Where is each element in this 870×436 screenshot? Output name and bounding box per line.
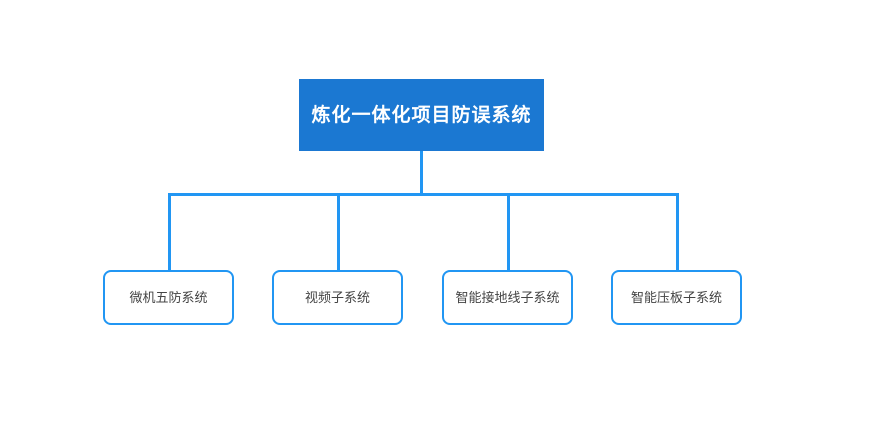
root-node-label: 炼化一体化项目防误系统 — [311, 104, 532, 126]
connector-horizontal-bar — [168, 193, 678, 196]
connector-drop-2 — [337, 193, 340, 271]
child-node-4[interactable]: 智能压板子系统 — [611, 270, 742, 325]
connector-root-stem — [420, 151, 423, 195]
child-node-3[interactable]: 智能接地线子系统 — [442, 270, 573, 325]
child-node-1[interactable]: 微机五防系统 — [103, 270, 234, 325]
connector-drop-3 — [507, 193, 510, 271]
connector-drop-4 — [676, 193, 679, 271]
child-node-2[interactable]: 视频子系统 — [272, 270, 403, 325]
root-node[interactable]: 炼化一体化项目防误系统 — [299, 79, 544, 151]
child-node-4-label: 智能压板子系统 — [630, 290, 722, 305]
connector-drop-1 — [168, 193, 171, 271]
child-node-3-label: 智能接地线子系统 — [455, 290, 560, 305]
child-node-1-label: 微机五防系统 — [129, 290, 208, 305]
child-node-2-label: 视频子系统 — [304, 290, 370, 305]
